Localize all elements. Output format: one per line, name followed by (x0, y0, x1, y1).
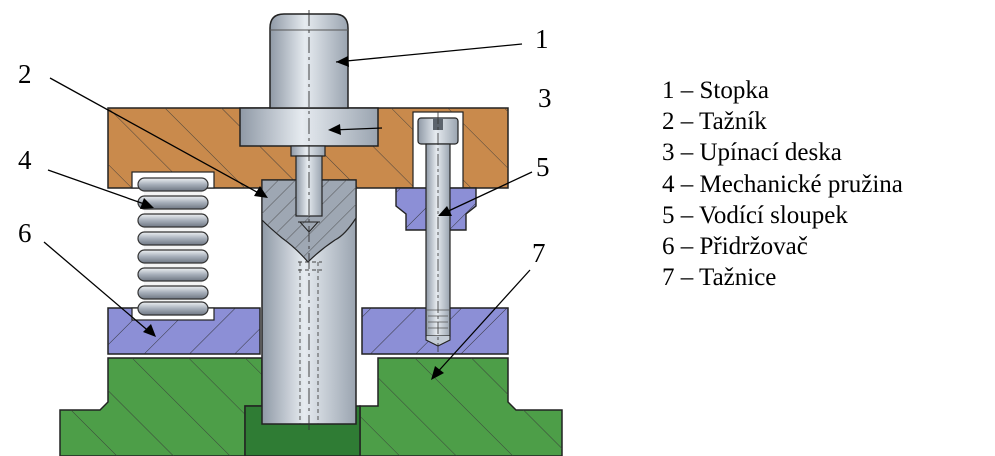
leader-3-arrow (328, 124, 341, 135)
leader-4 (47, 169, 151, 207)
callout-7: 7 (532, 238, 546, 268)
callout-3: 3 (538, 83, 552, 113)
legend-item-6: 6 – Přidržovač (662, 233, 808, 261)
leader-6 (43, 241, 153, 335)
shank-part (269, 13, 349, 109)
clamping-neck (290, 145, 326, 157)
leader-7 (433, 269, 531, 377)
callout-2: 2 (18, 59, 32, 89)
leader-2-arrow (254, 186, 268, 198)
legend-item-7: 7 – Tažnice (662, 264, 777, 292)
screw-icon (395, 112, 477, 352)
leader-lines (43, 43, 533, 380)
leader-5-arrow (438, 206, 452, 216)
die-part (59, 357, 563, 456)
legend-item-5: 5 – Vodící sloupek (662, 201, 848, 229)
callout-4: 4 (18, 145, 32, 175)
callout-5: 5 (536, 152, 550, 182)
shank (269, 13, 349, 109)
leader-2 (49, 77, 265, 197)
legend-item-4: 4 – Mechanické pružina (662, 170, 903, 198)
leader-1-arrow (336, 56, 349, 67)
leader-5 (441, 171, 533, 215)
callout-1: 1 (535, 24, 549, 54)
leader-6-arrow (143, 324, 156, 337)
leader-7-arrow (431, 366, 444, 380)
leader-1 (335, 43, 523, 63)
legend-item-1: 1 – Stopka (662, 77, 769, 104)
legend-item-3: 3 – Upínací deska (662, 139, 842, 167)
leader-4-arrow (140, 198, 154, 209)
callout-6: 6 (18, 218, 32, 248)
spring-icon (137, 177, 209, 316)
parts-legend: 1 – Stopka 2 – Tažník 3 – Upínací deska … (662, 75, 903, 293)
legend-item-2: 2 – Tažník (662, 108, 767, 136)
